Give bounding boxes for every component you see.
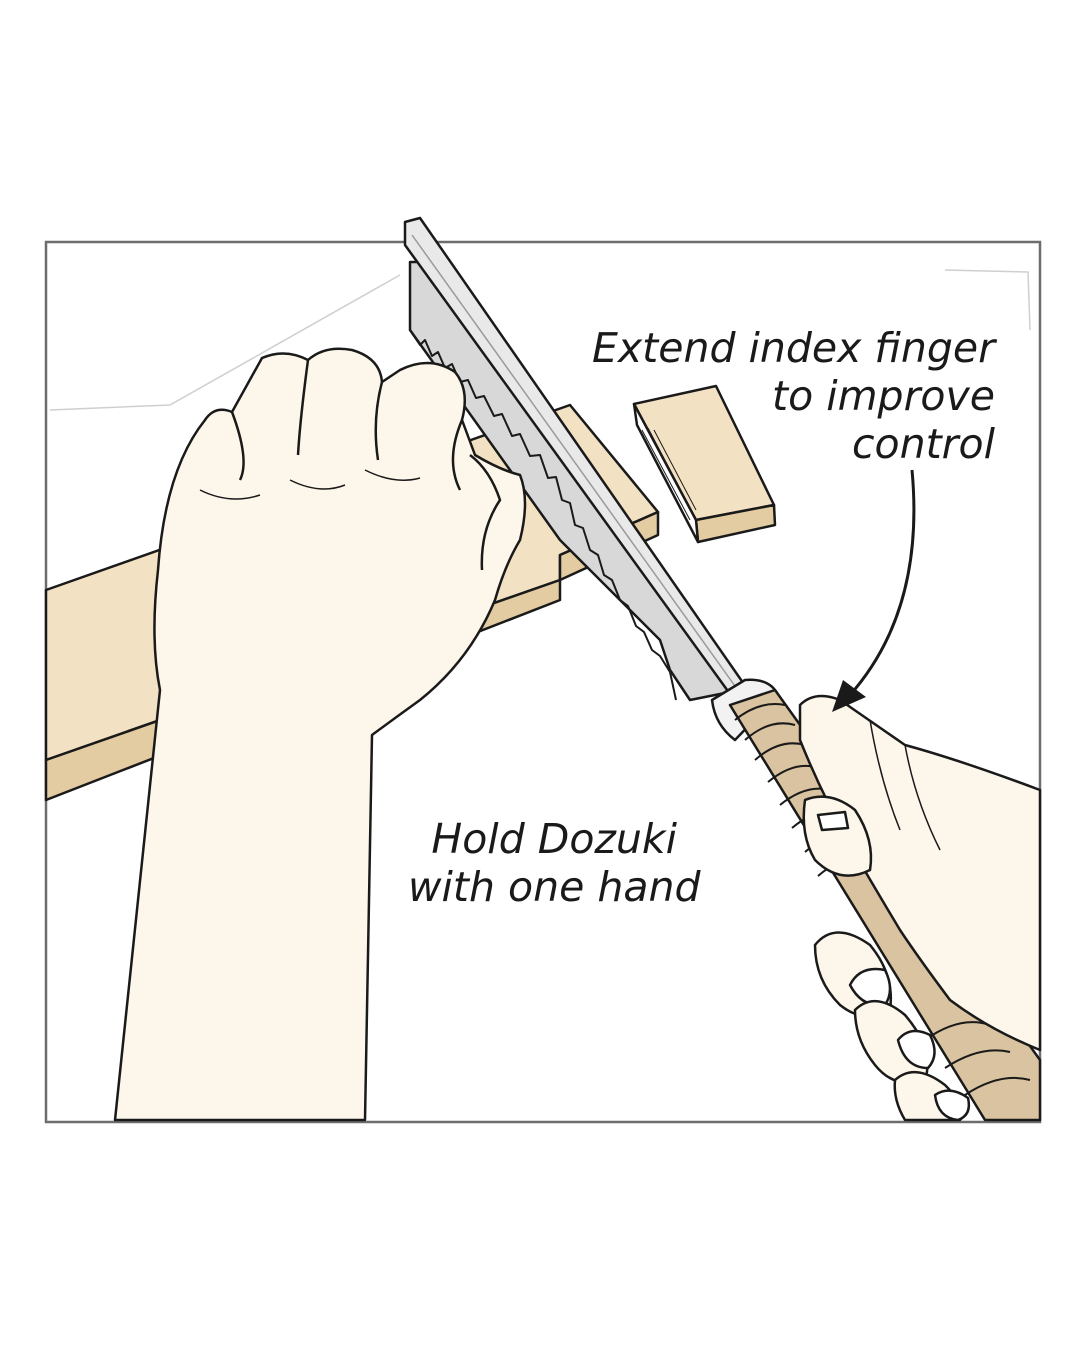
bench-edge-lines	[49, 269, 1031, 411]
right-hand	[798, 694, 1042, 1122]
left-hand	[113, 347, 527, 1122]
callout-line: control	[851, 420, 995, 468]
callout-line: with one hand	[408, 863, 701, 911]
arrow-pointer-icon	[832, 469, 916, 712]
callout-extend-index-finger: Extend index finger to improve control	[592, 324, 995, 468]
offcut-block	[632, 384, 777, 544]
callout-hold-dozuki: Hold Dozuki with one hand	[408, 815, 700, 911]
callout-line: Extend index finger	[591, 324, 995, 372]
callout-line: Hold Dozuki	[431, 815, 678, 863]
callout-line: to improve	[772, 372, 995, 420]
saw-teeth	[409, 329, 677, 701]
